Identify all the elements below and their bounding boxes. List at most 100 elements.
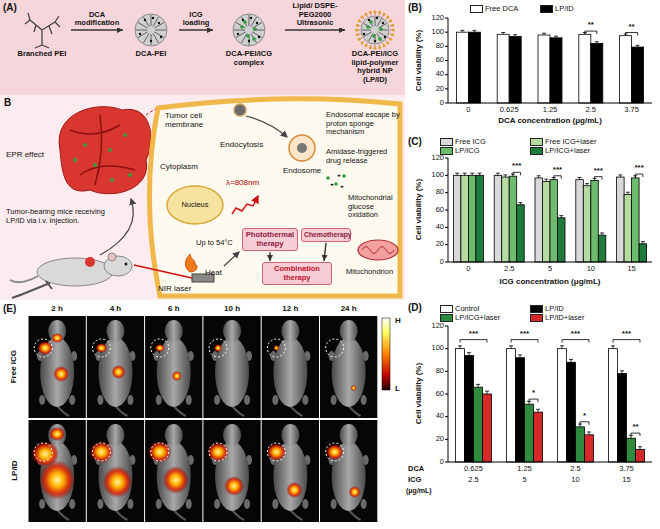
part-label: Tumor cell membrane <box>165 111 225 129</box>
panel-letter: B <box>4 97 11 109</box>
tumor-marker <box>34 443 52 461</box>
data-bar <box>525 404 534 462</box>
polymer-branch <box>138 32 148 38</box>
mouse-tail <box>232 406 244 416</box>
data-bar <box>585 435 594 462</box>
data-bar <box>494 175 502 262</box>
data-bar <box>517 205 525 262</box>
legend-swatch <box>440 147 453 155</box>
significance-mark: *** <box>634 163 643 172</box>
mouse-leg <box>272 499 278 509</box>
error-bar <box>476 384 480 387</box>
mouse-leg <box>97 499 103 509</box>
data-bar <box>609 349 618 462</box>
particle-core <box>135 14 167 46</box>
icg-mark <box>246 34 250 38</box>
scale-label: H <box>395 316 401 325</box>
error-bar <box>467 353 471 356</box>
icg-mark <box>369 20 373 24</box>
part-label: NIR laser <box>158 284 191 293</box>
legend-label: Control <box>455 304 479 313</box>
data-bar <box>617 177 625 262</box>
lipid-head <box>358 38 361 41</box>
tick-label: 0.625 <box>500 106 519 115</box>
lipid-head <box>391 33 394 36</box>
part-label: Nucleus <box>181 201 208 210</box>
data-bar <box>535 178 543 262</box>
error-bar <box>463 173 467 175</box>
lipid-head <box>386 16 389 19</box>
box-label: Photothermal therapy <box>245 231 295 248</box>
tumor-marker <box>209 339 227 357</box>
dca-mark <box>237 33 239 35</box>
significance-mark: *** <box>594 166 603 175</box>
polymer-branch <box>369 33 374 41</box>
error-bar <box>455 173 459 175</box>
mouse-body <box>332 337 366 407</box>
chart-axis <box>448 18 652 103</box>
data-bar <box>620 36 632 103</box>
panel-letter: (E) <box>3 303 16 315</box>
lipid-head <box>364 13 367 16</box>
fluorescence-spot <box>214 344 222 352</box>
data-bar <box>624 194 632 262</box>
significance-bracket <box>613 340 640 343</box>
polymer-branch <box>377 19 382 27</box>
edge-label: DCA modification <box>72 11 122 28</box>
dca-mark <box>158 22 160 24</box>
tick-label: 0 <box>466 265 470 274</box>
mouse-tail <box>174 510 186 520</box>
significance-mark: *** <box>512 161 521 170</box>
polymer-branch <box>364 24 372 29</box>
panel-band <box>0 0 405 95</box>
data-bar <box>550 38 562 103</box>
mitochondrion <box>358 240 398 260</box>
particle-node: Branched PEI <box>14 10 70 59</box>
mouse-body <box>215 337 249 407</box>
mouse-head <box>106 320 124 342</box>
icg-mark <box>253 27 257 31</box>
mouse-tail <box>115 510 127 520</box>
part-label: Mitochondrion <box>346 268 393 277</box>
mouse-leg <box>214 499 220 509</box>
error-bar <box>460 30 464 32</box>
icg-mark <box>366 25 370 29</box>
time-label: 10 h <box>224 304 240 313</box>
mouse-tail <box>290 406 302 416</box>
note: Tumor-bearing mice receiving LP/ID via i… <box>6 208 118 225</box>
lipid-head <box>389 38 392 41</box>
process-label: Mitochondrial glucose oxidation <box>348 194 402 220</box>
image-panel <box>320 316 377 418</box>
mouse-head <box>281 320 299 342</box>
mouse-leg <box>97 395 103 405</box>
significance-bracket <box>513 172 521 175</box>
blood-vessel <box>70 115 135 185</box>
error-bar <box>641 242 645 244</box>
tick-label: 2.5 <box>504 265 514 274</box>
lipid-head <box>378 46 381 49</box>
axis-title: ICG <box>408 476 421 485</box>
error-bar <box>636 45 640 47</box>
error-bar <box>618 175 622 177</box>
lipid-head <box>392 29 395 32</box>
dca-mark <box>363 33 365 35</box>
polymer-branch <box>377 33 382 41</box>
scale-label: L <box>395 384 400 393</box>
mouse-leg <box>186 499 192 509</box>
legend-label: LP/ID <box>545 304 564 313</box>
tick-label: 40 <box>436 412 444 421</box>
tick-label: 5 <box>548 265 552 274</box>
error-bar <box>513 35 517 37</box>
polymer-branch <box>151 15 152 26</box>
arrowhead <box>322 255 328 261</box>
significance-bracket <box>529 399 538 402</box>
icg-mark <box>240 25 244 29</box>
tick-label: 3.75 <box>619 465 634 474</box>
part-label: Cytoplasm <box>160 162 198 171</box>
image-panel <box>262 420 319 522</box>
box-label: Chemotherapy <box>304 231 348 239</box>
data-bar <box>456 349 465 462</box>
data-bar <box>591 181 599 262</box>
box-label: Combination therapy <box>265 265 329 282</box>
error-bar <box>620 371 624 374</box>
